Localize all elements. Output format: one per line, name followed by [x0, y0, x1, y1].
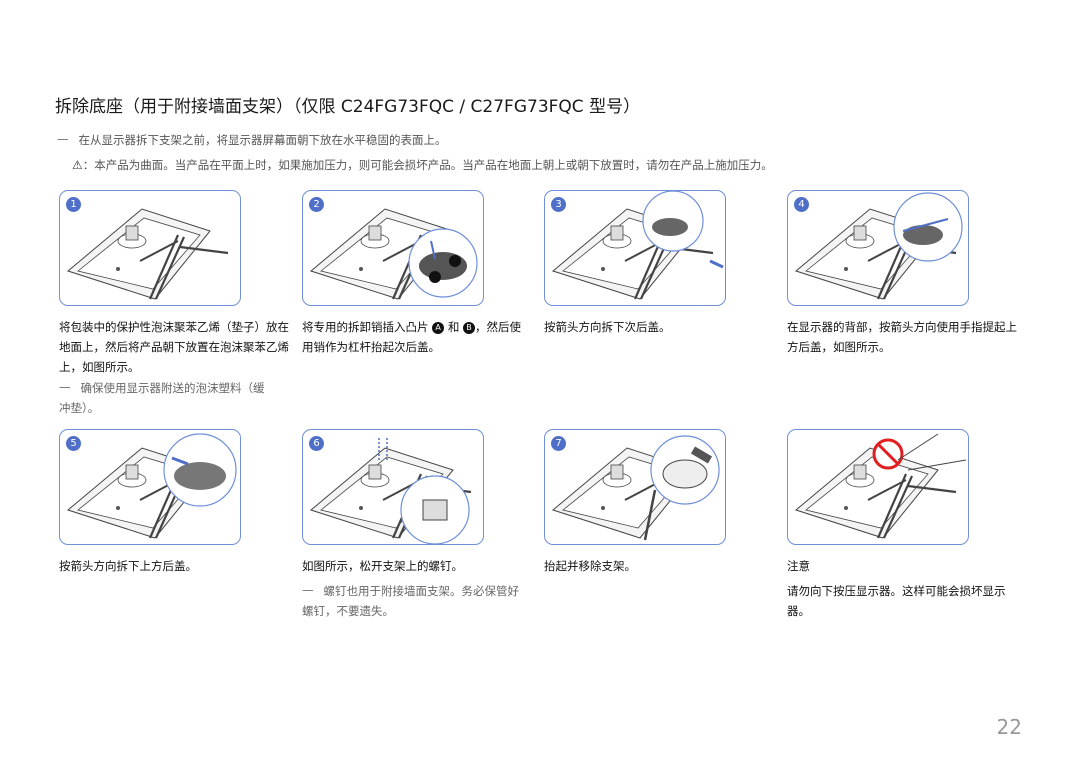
step-number-badge: 6	[309, 436, 324, 451]
loosen-screws-image	[310, 438, 473, 544]
step-number-badge: 2	[309, 197, 324, 212]
step-1-note: 一确保使用显示器附送的泡沫塑料（缓冲垫）。	[59, 378, 274, 418]
step-2-and: 和	[447, 320, 460, 334]
step-1-text: 将包装中的保护性泡沫聚苯乙烯（垫子）放在地面上，然后将产品朝下放置在泡沫聚苯乙烯…	[59, 320, 289, 374]
page-title: 拆除底座（用于附接墙面支架）（仅限 C24FG73FQC / C27FG73FQ…	[55, 97, 641, 117]
step-2-text-b: ，然后使用销作为杠杆抬起次后盖。	[302, 320, 521, 354]
step-4-text: 在显示器的背部，按箭头方向使用手指提起上方后盖，如图所示。	[787, 320, 1017, 354]
caution-body: 请勿向下按压显示器。这样可能会损坏显示器。	[787, 584, 1006, 618]
step-5-illustration: 5	[59, 429, 241, 545]
step-5-text: 按箭头方向拆下上方后盖。	[59, 559, 197, 573]
step-3-illustration: 3	[544, 190, 726, 306]
step-2-text-a: 将专用的拆卸销插入凸片	[302, 320, 429, 334]
tab-a-marker: A	[432, 321, 445, 334]
caution-text: ：本产品为曲面。当产品在平面上时，如果施加压力，则可能会损坏产品。当产品在地面上…	[82, 158, 773, 172]
lift-upper-cover-image	[795, 192, 963, 301]
remove-stand-image	[552, 435, 720, 541]
tab-b-marker: B	[462, 321, 475, 334]
caution-note: ⚠：本产品为曲面。当产品在平面上时，如果施加压力，则可能会损坏产品。当产品在地面…	[72, 157, 773, 173]
step-6-note-text: 螺钉也用于附接墙面支架。务必保管好螺钉，不要遗失。	[302, 584, 519, 618]
step-number-badge: 5	[66, 436, 81, 451]
step-2-text: 将专用的拆卸销插入凸片 A 和 B，然后使用销作为杠杆抬起次后盖。	[302, 317, 532, 357]
step-number-badge: 3	[551, 197, 566, 212]
page-number: 22	[996, 715, 1022, 739]
step-number-badge: 1	[66, 197, 81, 212]
warning-icon: ⚠	[72, 158, 83, 172]
step-number-badge: 4	[794, 197, 809, 212]
step-4-illustration: 4	[787, 190, 969, 306]
step-1-illustration: 1	[59, 190, 241, 306]
note-dash: 一	[302, 584, 314, 598]
intro-note: 一在从显示器拆下支架之前，将显示器屏幕面朝下放在水平稳固的表面上。	[57, 132, 447, 148]
step-3-text: 按箭头方向拆下次后盖。	[544, 320, 671, 334]
step-number-badge: 7	[551, 436, 566, 451]
pin-insert-image	[310, 208, 478, 301]
step-7-illustration: 7	[544, 429, 726, 545]
step-2-illustration: 2	[302, 190, 484, 306]
note-dash: 一	[57, 133, 69, 147]
remove-upper-cover-image	[67, 433, 237, 540]
caution-heading: 注意	[787, 559, 810, 573]
intro-note-text: 在从显示器拆下支架之前，将显示器屏幕面朝下放在水平稳固的表面上。	[78, 133, 447, 147]
step-6-note: 一螺钉也用于附接墙面支架。务必保管好螺钉，不要遗失。	[302, 581, 527, 621]
step-6-text: 如图所示，松开支架上的螺钉。	[302, 559, 463, 573]
caution-illustration	[787, 429, 969, 545]
step-1-note-text: 确保使用显示器附送的泡沫塑料（缓冲垫）。	[59, 381, 265, 415]
monitor-on-foam-image	[67, 208, 230, 301]
remove-sub-cover-image	[552, 191, 724, 301]
note-dash: 一	[59, 381, 71, 395]
step-6-illustration: 6	[302, 429, 484, 545]
do-not-press-image	[795, 433, 967, 540]
step-7-text: 抬起并移除支架。	[544, 559, 636, 573]
